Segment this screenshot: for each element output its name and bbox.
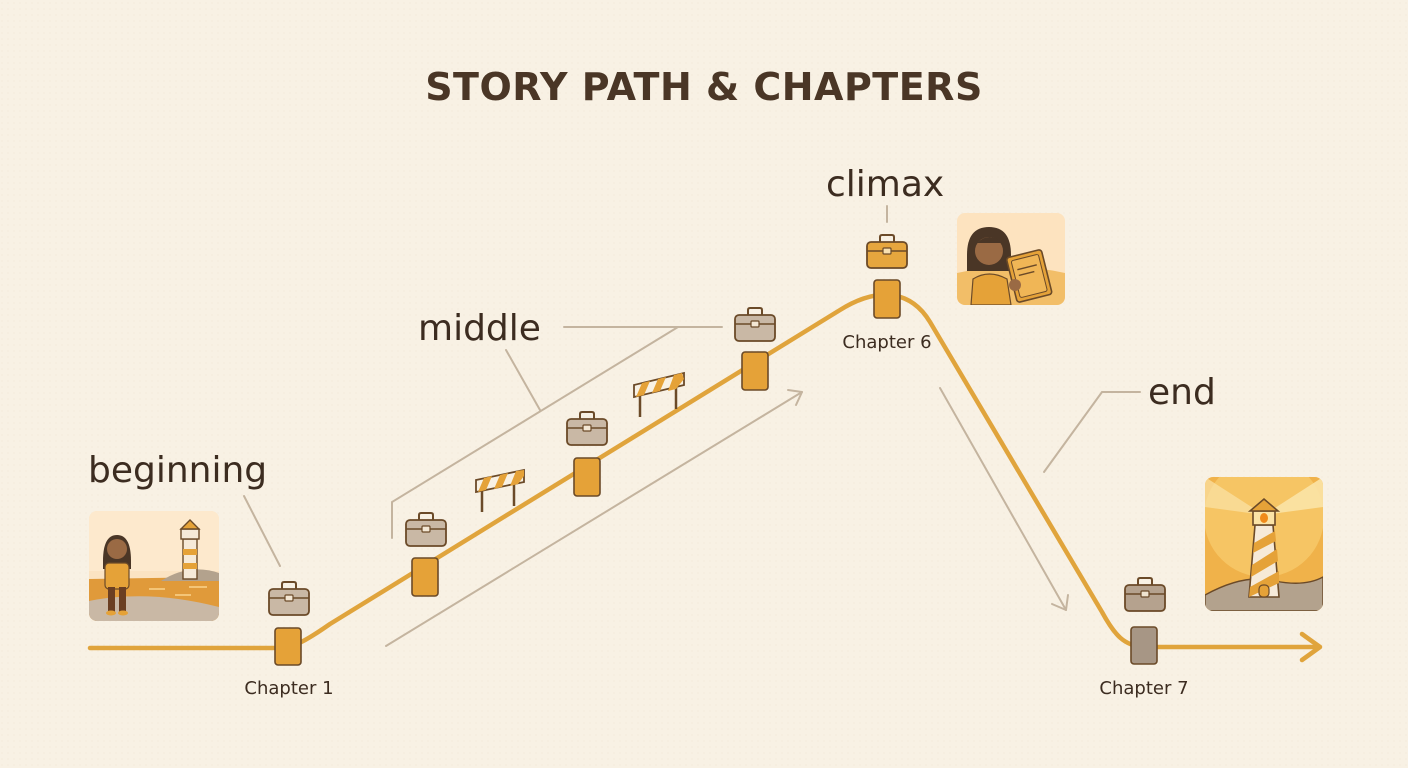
barrier-icon — [475, 468, 525, 512]
guide-lines — [243, 205, 1141, 567]
story-path-arrowhead — [1299, 631, 1323, 663]
stage-label-end: end — [1148, 372, 1216, 413]
end-leader-line — [1043, 391, 1141, 473]
falling-arrow-line — [939, 387, 1067, 611]
suitcase-icon — [866, 234, 908, 269]
barrier-icon — [633, 371, 685, 417]
chapter-marker — [274, 627, 302, 666]
chapter-marker — [1130, 626, 1158, 665]
stage-label-beginning: beginning — [88, 450, 267, 491]
chapter-marker — [411, 557, 439, 597]
chapter-marker — [873, 279, 901, 319]
chapter-marker — [573, 457, 601, 497]
beginning-leader-line — [243, 495, 281, 567]
suitcase-icon — [566, 411, 608, 446]
rising-arrow-line — [385, 391, 803, 647]
stage-label-climax: climax — [826, 164, 944, 205]
girl-lighthouse-beach-icon — [89, 511, 219, 621]
girl-reading-book-icon — [957, 213, 1065, 305]
suitcase-icon — [734, 307, 776, 342]
chapter-markers — [274, 279, 1158, 666]
chapter-marker — [741, 351, 769, 391]
stage-label-middle: middle — [418, 308, 541, 349]
middle-leader-line — [391, 326, 723, 539]
chapter-label-7: Chapter 7 — [1099, 678, 1188, 699]
suitcase-icon — [405, 512, 447, 547]
suitcase-icon — [268, 581, 310, 616]
diagram-title: STORY PATH & CHAPTERS — [425, 65, 983, 109]
suitcase-icon — [1124, 577, 1166, 612]
chapter-label-6: Chapter 6 — [842, 332, 931, 353]
falling-arrow-head — [1051, 594, 1069, 611]
rising-arrow-head — [787, 389, 803, 406]
chapter-label-1: Chapter 1 — [244, 678, 333, 699]
direction-arrows — [385, 387, 1069, 647]
lighthouse-icon — [1205, 477, 1323, 611]
